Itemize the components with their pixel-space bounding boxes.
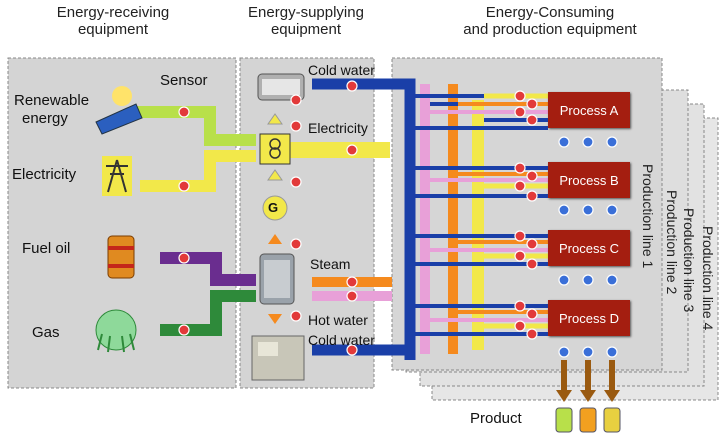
steam-up-arrow-icon <box>268 234 282 244</box>
renewable-pipe <box>132 106 256 146</box>
supplying-panel <box>239 57 375 389</box>
chiller-icon <box>257 73 305 101</box>
generator-label: G <box>268 200 279 215</box>
cold-water-top-pipe <box>312 78 416 360</box>
steam-label: Steam <box>310 256 351 272</box>
production-line-3-label: Production line 3 <box>681 208 697 313</box>
hot-water-riser <box>420 84 430 354</box>
red-sensors <box>178 80 538 356</box>
process-a: Process A <box>548 92 630 128</box>
production-line-4-label: Production line 4 <box>700 226 716 331</box>
steam-riser <box>448 84 458 354</box>
process-d: Process D <box>548 300 630 336</box>
hot-water-down-arrow-icon <box>268 314 282 324</box>
power-tower-icon <box>102 156 132 196</box>
cold-water-top-label: Cold water <box>308 62 375 78</box>
up-arrow-icon <box>267 113 283 125</box>
electricity-label: Electricity <box>12 166 77 183</box>
production-line-2-label: Production line 2 <box>664 190 680 295</box>
product-arrows <box>556 360 620 402</box>
electricity-in-pipe <box>140 150 256 192</box>
gas-label: Gas <box>32 324 60 341</box>
oil-barrel-icon <box>107 235 135 279</box>
process-c: Process C <box>548 230 630 266</box>
gas-tank-icon <box>95 309 137 353</box>
solar-panel-icon <box>95 86 143 135</box>
electricity-riser <box>472 100 484 350</box>
electricity-supply-label: Electricity <box>308 120 368 136</box>
transformer-icon <box>259 133 291 165</box>
blue-sensors <box>558 136 618 358</box>
fuel-oil-label: Fuel oil <box>22 240 71 257</box>
sensor-label: Sensor <box>160 72 208 89</box>
up-arrow-icon <box>267 169 283 181</box>
process-b: Process B <box>548 162 630 198</box>
product-label: Product <box>470 410 522 427</box>
product-cans-icon <box>555 407 621 433</box>
generator-icon <box>262 195 288 221</box>
cold-water-bottom-label: Cold water <box>308 332 375 348</box>
cooling-unit-icon <box>251 335 305 381</box>
boiler-icon <box>259 253 295 305</box>
hot-water-label: Hot water <box>308 312 368 328</box>
production-line-1-label: Production line 1 <box>640 164 656 269</box>
